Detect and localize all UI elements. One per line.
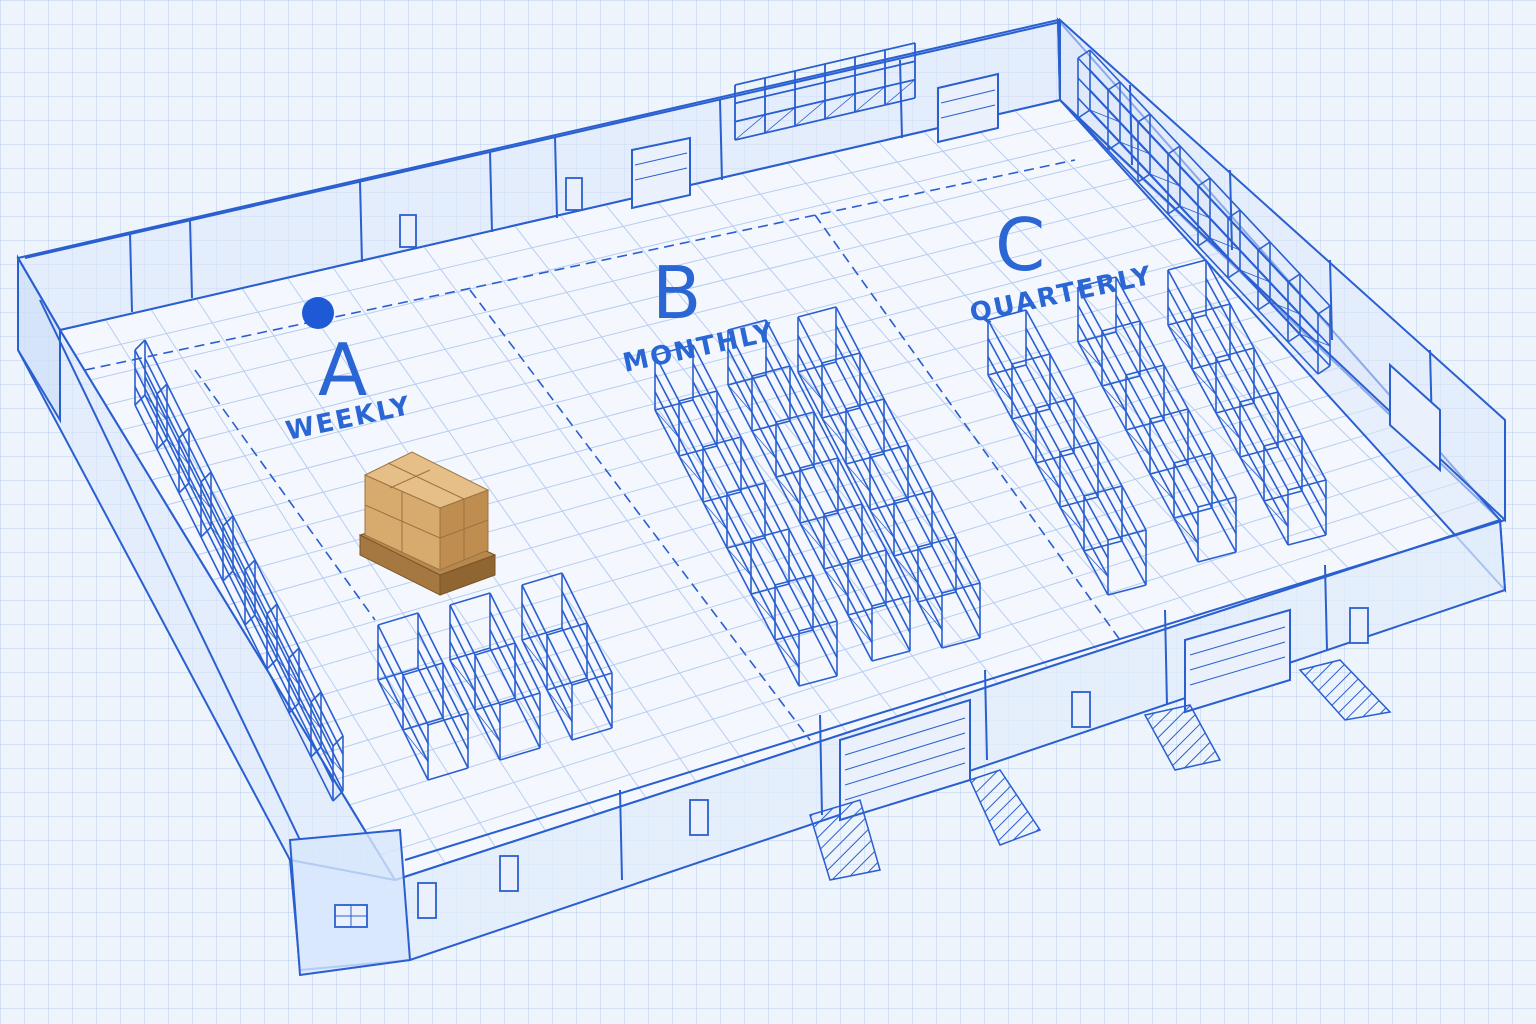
back-wall-posts: [129, 59, 903, 313]
loading-door-icon[interactable]: [1184, 608, 1291, 714]
ramp-hatch: [1298, 659, 1392, 721]
personnel-door-icon[interactable]: [1349, 607, 1369, 644]
shelving-rack-icon: [734, 42, 916, 141]
loading-door-icon[interactable]: [839, 698, 971, 822]
shelving-rack-icon: [1077, 276, 1237, 563]
shelving-racks: [134, 42, 1331, 802]
zone-b-letter: B: [652, 251, 701, 335]
shelving-rack-icon: [727, 319, 911, 662]
personnel-door-icon[interactable]: [689, 799, 709, 836]
loading-doors: [631, 72, 1441, 822]
personnel-door-icon[interactable]: [399, 214, 417, 248]
personnel-doors: [334, 177, 1369, 928]
loading-door-icon[interactable]: [1389, 362, 1441, 473]
shelving-rack-icon: [797, 306, 981, 649]
personnel-door-icon[interactable]: [565, 177, 583, 211]
divider-a-inner: [194, 369, 376, 621]
personnel-door-icon[interactable]: [1071, 691, 1091, 728]
pallet-boxes-icon[interactable]: [358, 451, 497, 596]
divider-b-c: [814, 214, 1121, 641]
zone-c-letter: C: [995, 203, 1045, 287]
shelving-rack-icon: [1167, 259, 1327, 546]
ramp-hatch: [968, 769, 1042, 846]
loading-door-icon[interactable]: [937, 72, 999, 144]
personnel-door-icon[interactable]: [499, 855, 519, 892]
shelving-rack-icon: [1077, 49, 1331, 375]
shelving-rack-icon: [377, 612, 469, 781]
divider-aisle-back: [84, 159, 1076, 371]
shelving-rack-icon: [134, 339, 344, 802]
shelving-rack-icon: [654, 344, 838, 687]
ramp-hatch: [809, 799, 881, 881]
personnel-door-icon[interactable]: [417, 882, 437, 919]
shelving-rack-icon: [449, 592, 541, 761]
ramp-hatch: [1143, 704, 1222, 771]
shelving-rack-icon: [987, 309, 1147, 596]
shelving-rack-icon: [521, 572, 613, 741]
loading-ramps: [809, 659, 1392, 881]
location-dot-icon[interactable]: [302, 297, 334, 329]
zone-dividers: [84, 159, 1121, 741]
divider-a-b: [469, 289, 811, 741]
loading-door-icon[interactable]: [631, 136, 691, 210]
zone-a-letter: A: [318, 328, 367, 412]
